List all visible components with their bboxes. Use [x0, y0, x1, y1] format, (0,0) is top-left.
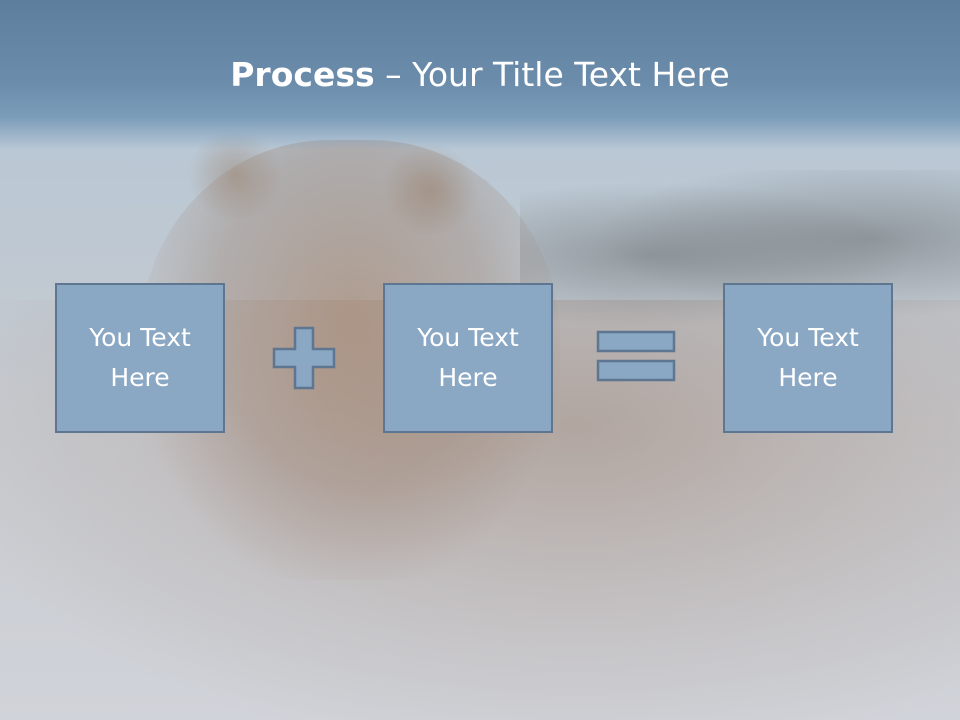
- process-box-2[interactable]: You Text Here: [383, 283, 553, 433]
- process-box-text: You Text Here: [89, 323, 191, 392]
- title-rest: – Your Title Text Here: [374, 55, 730, 94]
- title-bar: [0, 0, 960, 150]
- process-box-1[interactable]: You Text Here: [55, 283, 225, 433]
- process-box-text: You Text Here: [757, 323, 859, 392]
- process-box-3[interactable]: You Text Here: [723, 283, 893, 433]
- plus-icon: [272, 326, 336, 390]
- equals-icon: [596, 330, 676, 382]
- process-box-text: You Text Here: [417, 323, 519, 392]
- slide-title: Process – Your Title Text Here: [0, 52, 960, 98]
- background-photo-ear: [380, 145, 480, 235]
- title-bold: Process: [230, 55, 375, 94]
